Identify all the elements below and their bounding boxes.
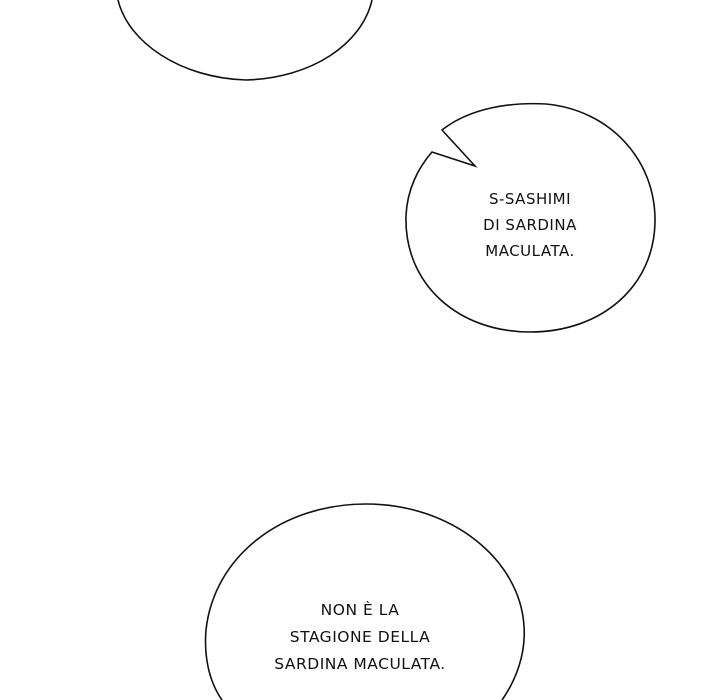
bubble-sashimi-text: S-SASHIMI DI SARDINA MACULATA. xyxy=(455,186,605,264)
bubble-text-line: NON È LA xyxy=(320,601,400,619)
speech-bubble-top xyxy=(117,0,373,81)
speech-bubble-sashimi xyxy=(405,102,656,333)
bubble-stagione-text: NON È LA STAGIONE DELLA SARDINA MACULATA… xyxy=(245,597,475,678)
bubble-text-line: SARDINA MACULATA. xyxy=(274,655,446,673)
bubble-text-line: MACULATA. xyxy=(485,242,575,260)
bubble-text-line: DI SARDINA xyxy=(483,216,577,234)
bubble-text-line: S-SASHIMI xyxy=(488,190,572,208)
bubble-text-line: STAGIONE DELLA xyxy=(289,628,431,646)
speech-bubble-stagione xyxy=(204,503,526,700)
